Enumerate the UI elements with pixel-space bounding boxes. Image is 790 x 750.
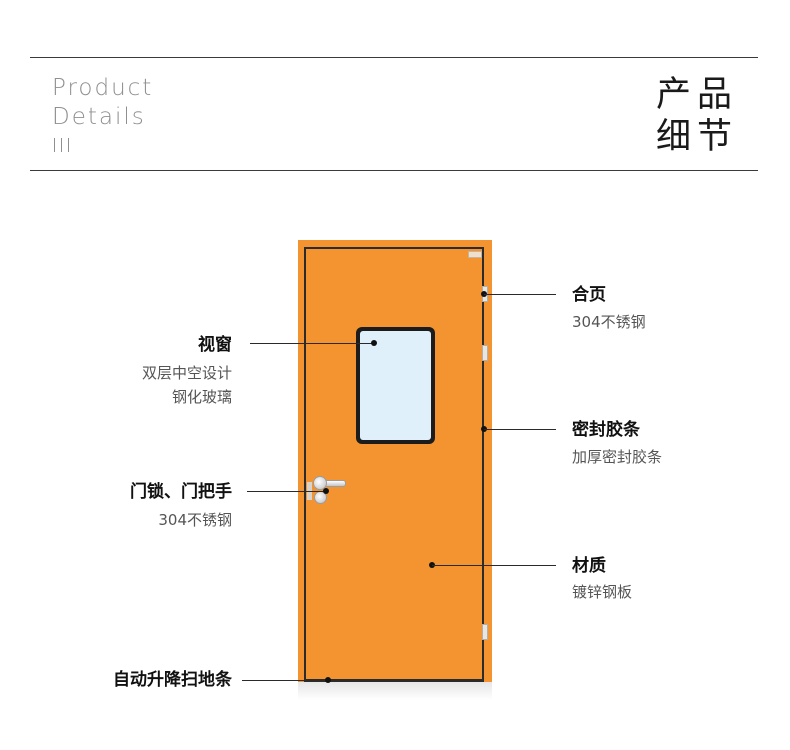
chinese-title-line1: 产品 <box>655 75 738 115</box>
seal-desc: 加厚密封胶条 <box>572 448 663 466</box>
decorative-bars <box>54 137 75 156</box>
door-sweep-strip <box>304 679 484 682</box>
hinge-label: 合页 <box>572 285 606 305</box>
window-glass <box>360 331 431 440</box>
door-leaf <box>298 240 492 682</box>
chinese-title-line2: 细节 <box>655 117 738 157</box>
sweep-label: 自动升降扫地条 <box>113 670 232 690</box>
material-desc: 镀锌钢板 <box>572 583 633 601</box>
seal-leader-line <box>484 429 556 430</box>
sweep-dot <box>325 677 331 683</box>
english-title-line1: Product <box>52 75 154 101</box>
bottom-divider <box>30 170 758 171</box>
material-label: 材质 <box>572 556 606 576</box>
seal-label: 密封胶条 <box>572 420 640 440</box>
lock-leader-line <box>247 491 326 492</box>
lock-label: 门锁、门把手 <box>130 482 232 502</box>
lock-dot <box>323 488 329 494</box>
chinese-title: 产品 细节 <box>656 74 738 158</box>
hinge-desc: 304不锈钢 <box>572 313 646 331</box>
hinge-middle <box>482 345 488 361</box>
hinge-bottom <box>482 624 488 640</box>
english-title-line2: Details <box>52 104 146 130</box>
sweep-leader-line <box>242 680 328 681</box>
top-divider <box>30 57 758 58</box>
door-handle-rose <box>313 476 327 490</box>
brand-plate <box>468 251 482 258</box>
window-desc-1: 双层中空设计 <box>141 364 232 382</box>
door-floor-shadow <box>298 682 492 700</box>
door-frame <box>304 247 484 680</box>
material-leader-line <box>432 565 556 566</box>
window-dot <box>371 340 377 346</box>
english-title: Product Details <box>52 74 153 132</box>
window-label: 视窗 <box>198 335 232 355</box>
window-leader-line <box>250 343 374 344</box>
window-desc-2: 钢化玻璃 <box>171 388 232 406</box>
hinge-leader-line <box>484 294 556 295</box>
lock-desc: 304不锈钢 <box>158 511 232 529</box>
